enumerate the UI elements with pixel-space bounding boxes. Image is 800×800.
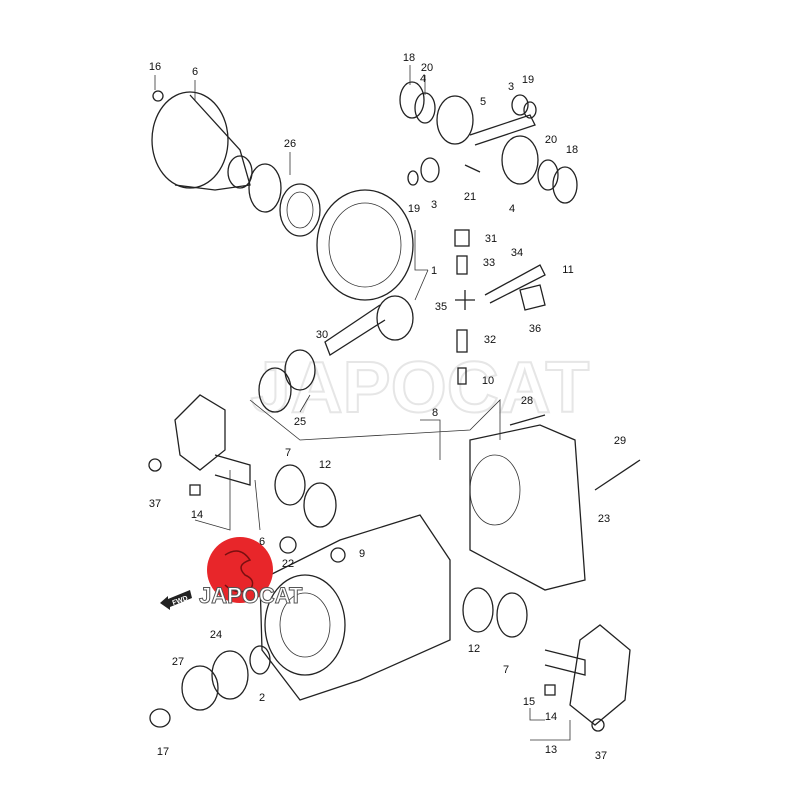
- callout: 7: [285, 447, 291, 459]
- main-housing: [259, 514, 451, 701]
- callout: 7: [503, 664, 509, 676]
- left-axle-flange: [148, 394, 337, 528]
- callout: 20: [545, 134, 557, 146]
- differential-case: [151, 90, 253, 191]
- callout: 12: [468, 643, 480, 655]
- callout: 16: [149, 61, 161, 73]
- callout: 23: [598, 513, 610, 525]
- callout: 4: [420, 73, 426, 85]
- japocat-logo: JAPOCAT: [199, 537, 304, 609]
- callout: 11: [562, 264, 573, 276]
- callout: 31: [485, 233, 497, 245]
- callout: 14: [545, 711, 557, 723]
- fwd-arrow-icon: FWD: [160, 590, 192, 610]
- leader-lines: [154, 65, 571, 741]
- callout: 13: [545, 744, 557, 756]
- callout: 29: [614, 435, 626, 447]
- callout: 18: [566, 144, 578, 156]
- callout: 35: [435, 301, 447, 313]
- callout: 17: [157, 746, 169, 758]
- callout: 12: [319, 459, 331, 471]
- callout: 10: [482, 375, 494, 387]
- shift-parts: [454, 229, 546, 385]
- callout: 6: [192, 66, 198, 78]
- callout: 37: [149, 498, 161, 510]
- callout: 27: [172, 656, 184, 668]
- callout: 3: [431, 199, 437, 211]
- callout: 26: [284, 138, 296, 150]
- callout: 1: [431, 265, 437, 277]
- callout: 37: [595, 750, 607, 762]
- callout: 4: [509, 203, 515, 215]
- callout: 19: [522, 74, 534, 86]
- callout: 25: [294, 416, 306, 428]
- callout: 21: [464, 191, 476, 203]
- side-gears: [399, 81, 578, 204]
- callout: 18: [403, 52, 415, 64]
- callout: 28: [521, 395, 533, 407]
- logo-text: JAPOCAT: [199, 583, 303, 608]
- right-axle-flange: [462, 587, 631, 732]
- front-bearing: [149, 645, 271, 728]
- pinion-gear: [258, 295, 414, 413]
- callouts: 16 6 26 18 20 4 5 3 19 20 18 19 3 21 4 3…: [149, 52, 626, 762]
- callout: 32: [484, 334, 496, 346]
- callout: 20: [421, 62, 433, 74]
- callout: 5: [480, 96, 486, 108]
- callout: 33: [483, 257, 495, 269]
- callout: 30: [316, 329, 328, 341]
- callout: 2: [259, 692, 265, 704]
- callout: 6: [259, 536, 265, 548]
- callout: 36: [529, 323, 541, 335]
- callout: 3: [508, 81, 514, 93]
- callout: 8: [432, 407, 438, 419]
- transfer-housing: [469, 414, 641, 591]
- callout: 15: [523, 696, 535, 708]
- callout: 9: [359, 548, 365, 560]
- ring-gear: [316, 189, 414, 301]
- callout: 19: [408, 203, 420, 215]
- callout: 24: [210, 629, 222, 641]
- bearing-26: [248, 163, 321, 237]
- callout: 34: [511, 247, 523, 259]
- callout: 14: [191, 509, 203, 521]
- callout: 22: [282, 558, 294, 570]
